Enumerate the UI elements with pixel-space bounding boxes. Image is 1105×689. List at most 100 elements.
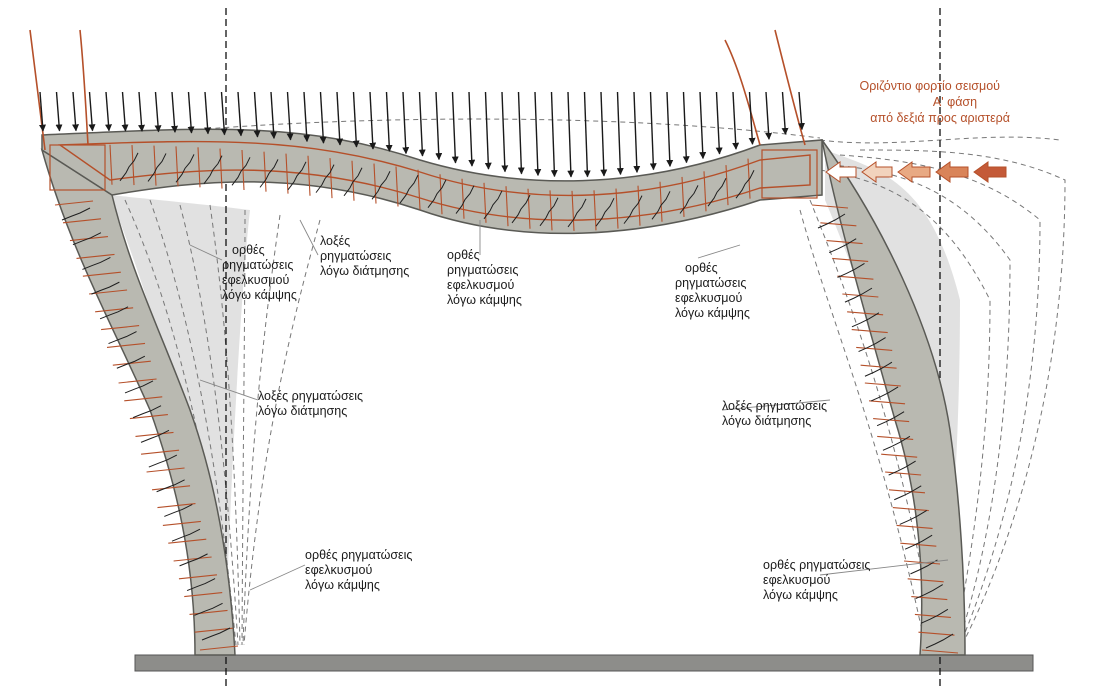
stirrup (285, 153, 289, 194)
gravity-load-arrow-icon (237, 91, 245, 137)
annotation-line: ορθές (447, 248, 480, 262)
stirrup (885, 471, 922, 476)
crack-icon (194, 602, 223, 616)
seismic-force-arrows (825, 161, 1007, 183)
annotation-line: λοξές (320, 234, 350, 248)
stirrup (703, 171, 707, 212)
stirrup (921, 649, 959, 654)
gravity-load-arrow-icon (55, 91, 63, 132)
gravity-load-arrow-icon (600, 91, 608, 177)
stirrup (162, 520, 201, 526)
stirrup (62, 218, 102, 224)
stirrup (199, 645, 239, 651)
stirrup (864, 382, 901, 387)
crack-icon (455, 185, 475, 214)
crack-icon (179, 553, 208, 567)
crack-icon (124, 380, 154, 394)
stirrup (124, 396, 163, 402)
crack-icon (651, 191, 671, 220)
crack-icon (925, 633, 954, 649)
stirrup (881, 453, 918, 458)
stirrup (373, 163, 377, 204)
crack-icon (399, 174, 419, 204)
crack-icon (203, 155, 223, 184)
crack-icon (567, 198, 587, 228)
gravity-load-arrow-icon (616, 91, 624, 176)
stirrup (637, 185, 641, 226)
crack-icon (837, 262, 865, 278)
stirrup (82, 271, 121, 277)
stirrup (129, 414, 168, 420)
stirrup (527, 188, 531, 229)
crack-icon (99, 306, 129, 320)
annotation-mid-beam-flexure: ορθές ρηγματώσεις εφελκυσμού λόγω κάμψης (447, 248, 522, 307)
stirrup (918, 631, 955, 636)
gravity-load-arrow-icon (402, 91, 410, 155)
gravity-load-arrow-icon (468, 91, 476, 167)
stirrup (95, 307, 134, 313)
crack-icon (870, 386, 899, 402)
seismic-title-line1: Οριζόντιο φορτίο σεισμού (859, 79, 1000, 93)
left-column (40, 148, 236, 656)
annotation-left-column-shear: λοξές ρηγματώσεις λόγω διάτμησης (258, 389, 363, 418)
gravity-load-arrow-icon (649, 91, 657, 171)
crack-icon (876, 411, 905, 427)
crack-icon (164, 504, 193, 517)
gravity-load-arrow-icon (699, 91, 707, 160)
deformed-frame (40, 128, 966, 656)
annotation-line: λόγω κάμψης (675, 306, 750, 320)
stirrup (89, 289, 128, 295)
crack-icon (735, 169, 755, 199)
annotation-line: λόγω διάτμησης (258, 404, 347, 418)
crack-icon (844, 287, 873, 303)
stirrup (219, 148, 223, 189)
gravity-load-arrow-icon (534, 91, 542, 177)
annotation-line: λόγω κάμψης (222, 288, 297, 302)
crack-icon (315, 164, 335, 193)
gravity-load-arrow-icon (72, 91, 80, 132)
stirrup (151, 485, 191, 491)
annotation-right-column-base: ορθές ρηγματώσεις εφελκυσμού λόγω κάμψης (763, 558, 870, 602)
annotation-line: εφελκυσμού (447, 278, 514, 292)
seismic-force-arrow-icon (825, 161, 857, 183)
crack-marks (61, 152, 954, 649)
crack-icon (343, 167, 363, 197)
seismic-force-arrow-icon (861, 161, 893, 183)
stirrup (263, 151, 267, 192)
seismic-force-arrow-icon (973, 161, 1007, 183)
crack-icon (148, 454, 178, 468)
stirrup (146, 467, 185, 473)
gravity-load-arrow-icon (253, 91, 261, 138)
crack-icon (82, 256, 111, 270)
crack-icon (91, 281, 120, 295)
crack-icon (899, 510, 927, 525)
stirrup (911, 596, 948, 601)
stirrup (112, 360, 151, 366)
gravity-load-arrow-icon (567, 91, 575, 178)
stirrup (888, 489, 926, 494)
annotation-line: ρηγματώσεις (222, 258, 293, 272)
seismic-force-arrow-icon (897, 161, 931, 183)
right-column (759, 139, 966, 656)
crack-icon (259, 159, 279, 188)
stirrup (106, 342, 146, 348)
crack-icon (858, 337, 886, 352)
gravity-load-arrow-icon (501, 91, 509, 173)
stirrup (725, 165, 729, 206)
crack-icon (882, 435, 911, 451)
gravity-load-arrow-icon (633, 91, 641, 173)
crack-icon (140, 429, 170, 443)
beam (41, 128, 823, 235)
gravity-load-arrow-icon (517, 91, 525, 175)
stirrup (593, 190, 597, 231)
gravity-load-arrow-icon (369, 91, 377, 150)
gravity-load-arrow-icon (715, 91, 723, 155)
crack-icon (817, 213, 846, 229)
gravity-load-arrow-icon (270, 91, 278, 139)
stirrup (168, 538, 207, 544)
gravity-load-arrow-icon (666, 91, 674, 168)
gravity-load-arrow-icon (39, 91, 47, 132)
gravity-load-arrow-icon (550, 91, 558, 178)
gravity-load-arrows (39, 91, 805, 178)
seismic-title-line3: από δεξιά προς αριστερά (870, 111, 1010, 125)
